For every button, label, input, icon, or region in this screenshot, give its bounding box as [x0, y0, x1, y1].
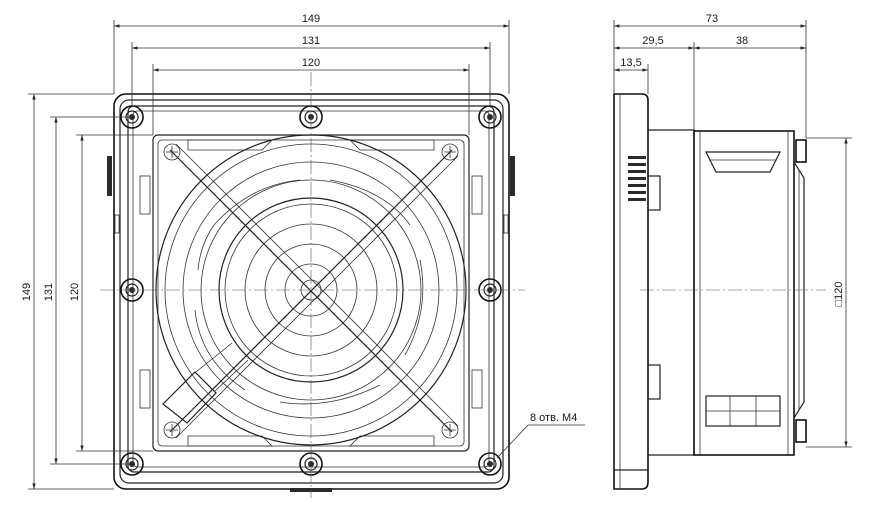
dim-label-73: 73 [706, 13, 718, 25]
dim-label-149-top: 149 [302, 13, 320, 25]
dim-label-38: 38 [736, 35, 748, 47]
holes-callout: 8 отв. M4 [530, 412, 577, 424]
dim-label-13-5: 13,5 [620, 57, 641, 69]
dim-label-29-5: 29,5 [642, 35, 663, 47]
side-fan-body [693, 130, 795, 456]
fan-screws [163, 143, 459, 439]
side-grip [628, 156, 646, 201]
front-view: 149 131 120 149 131 120 8 отв. M4 [21, 13, 585, 498]
dim-label-120-left: 120 [69, 283, 81, 301]
grip-ridges [107, 156, 515, 234]
side-view: 73 29,5 38 13,5 □120 [613, 13, 852, 490]
cable-exit [162, 371, 217, 424]
dim-label-square-120: □120 [833, 282, 845, 307]
dim-label-149-left: 149 [21, 283, 33, 301]
dim-label-131-left: 131 [43, 283, 55, 301]
dim-label-131-top: 131 [302, 35, 320, 47]
dim-label-120-top: 120 [302, 57, 320, 69]
side-front-plate [613, 93, 649, 490]
